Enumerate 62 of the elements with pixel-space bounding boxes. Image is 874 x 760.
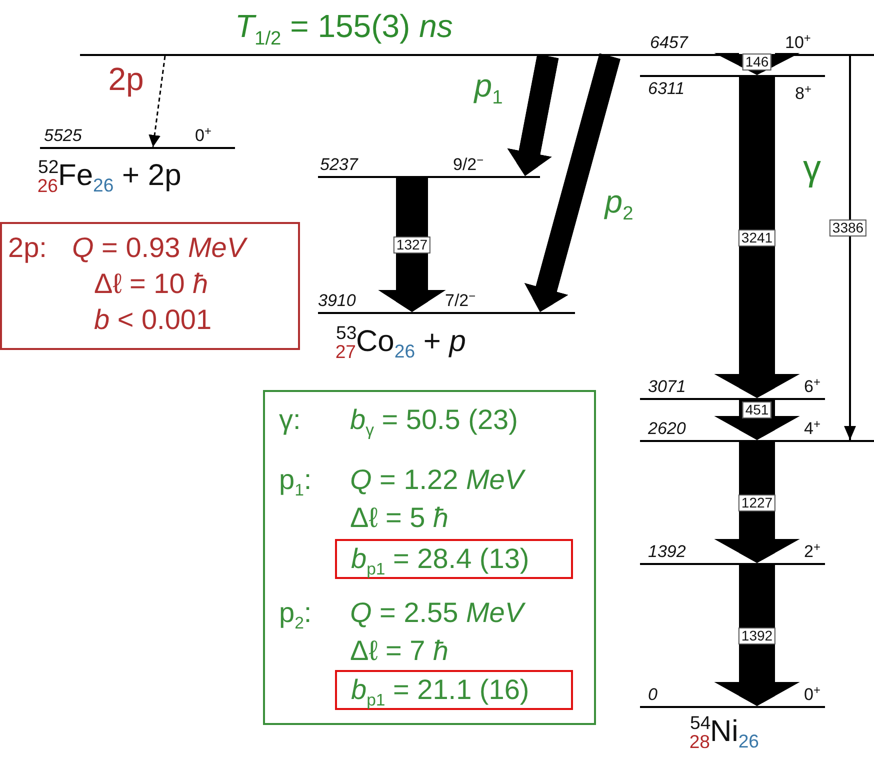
info-text: b < 0.001 — [94, 304, 212, 336]
edge-label: p$_{1}$ — [474, 67, 503, 111]
energy-value: 5525 — [44, 126, 82, 146]
info-text: Δℓ = 10 ħ — [94, 268, 208, 300]
highlight-box — [335, 670, 573, 710]
info-text: b$_{p1}$ = 28.4 (13) — [351, 543, 530, 581]
info-text: Q = 1.22 MeV — [350, 464, 524, 496]
energy-value: 5237 — [320, 155, 358, 175]
highlight-box — [335, 539, 573, 579]
energy-value: 2620 — [648, 419, 686, 439]
edge-label: 146 — [742, 53, 772, 70]
energy-value: 3071 — [648, 377, 686, 397]
info-text: b$_{p1}$ = 21.1 (16) — [351, 674, 530, 712]
spin-parity: 9/2$^{−}$ — [453, 152, 484, 175]
info-text: b$_{γ}$ = 50.5 (23) — [350, 404, 518, 442]
info-box — [0, 222, 300, 350]
spin-parity: 7/2$^{−}$ — [445, 288, 476, 311]
annotation-label: T$_{1/2}$ = 155(3) ns — [235, 8, 453, 52]
edge-label: p$_{2}$ — [604, 183, 634, 227]
energy-value: 0 — [648, 685, 658, 705]
energy-level — [40, 125, 235, 149]
spin-parity: 0$^{+}$ — [195, 123, 212, 146]
energy-value: 3910 — [318, 291, 356, 311]
info-text: p$_{1}$: — [279, 464, 312, 502]
arrow — [714, 53, 800, 75]
dashed-arrow — [148, 56, 166, 148]
arrow — [714, 400, 800, 440]
info-text: γ: — [279, 404, 301, 436]
edge-label: 1327 — [393, 236, 431, 254]
arrow — [844, 56, 856, 440]
info-text: Q = 2.55 MeV — [350, 597, 524, 629]
info-text: Δℓ = 5 ħ — [350, 502, 449, 534]
info-text: Q = 0.93 MeV — [72, 232, 246, 264]
edge-label: 1392 — [738, 627, 776, 644]
energy-value: 1392 — [648, 542, 686, 562]
spin-parity: 6$^{+}$ — [804, 374, 820, 397]
annotation-label: γ — [803, 148, 821, 188]
energy-level — [640, 541, 825, 565]
energy-level — [640, 376, 825, 400]
arrow — [714, 565, 800, 706]
spin-parity: 4$^{+}$ — [804, 416, 820, 439]
spin-parity: 8$^{+}$ — [795, 81, 812, 104]
edge-label: 3241 — [738, 229, 776, 246]
spin-parity: 0$^{+}$ — [804, 682, 820, 705]
energy-level — [640, 75, 825, 99]
arrow — [378, 178, 446, 312]
spin-parity: 2$^{+}$ — [804, 539, 820, 562]
edge-label: 451 — [742, 402, 772, 418]
info-text: p$_{2}$: — [279, 597, 312, 635]
edge-label: 3386 — [829, 220, 867, 236]
info-text: 2p: — [8, 232, 47, 264]
energy-value: 6311 — [648, 79, 685, 99]
edge-label: 1227 — [738, 494, 776, 511]
arrow — [714, 442, 800, 563]
info-text: Δℓ = 7 ħ — [350, 635, 449, 667]
energy-level — [640, 684, 825, 708]
arrow — [506, 54, 559, 176]
spin-parity: 10$^{+}$ — [785, 30, 811, 53]
edge-label: 2p — [108, 60, 144, 96]
info-box — [263, 390, 596, 725]
energy-value: 6457 — [650, 33, 688, 53]
arrow — [714, 77, 800, 398]
